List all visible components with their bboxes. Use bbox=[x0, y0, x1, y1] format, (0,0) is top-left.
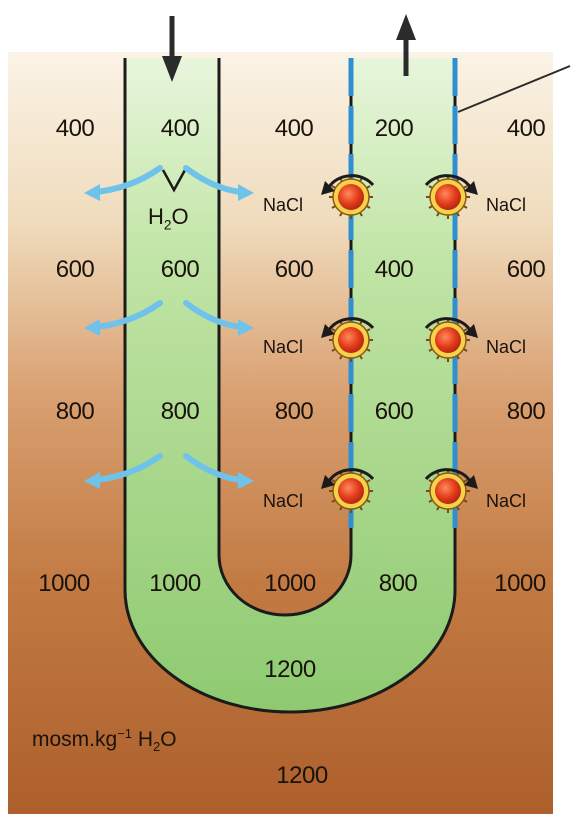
pointer-line bbox=[457, 65, 571, 113]
descending-limb-wall bbox=[123, 58, 457, 714]
value-outer-left-600: 600 bbox=[55, 256, 95, 283]
value-outer-left-400: 400 bbox=[55, 115, 95, 142]
nacl-label-left-2: NaCl bbox=[263, 337, 304, 357]
value-ascending-800: 800 bbox=[378, 570, 418, 597]
value-interstitial-1000: 1000 bbox=[264, 570, 316, 597]
water-label: H2O bbox=[148, 204, 189, 233]
nacl-label-right-2: NaCl bbox=[486, 337, 527, 357]
value-descending-600: 600 bbox=[160, 256, 200, 283]
nacl-label-left-3: NaCl bbox=[263, 491, 304, 511]
sodium-pump-icon bbox=[426, 469, 470, 513]
water-arrow-icon bbox=[84, 453, 163, 489]
water-arrow-icon bbox=[183, 165, 254, 201]
water-arrow-icon bbox=[183, 300, 254, 336]
outflow-arrow-icon bbox=[396, 14, 416, 76]
water-arrow-icon bbox=[183, 453, 254, 489]
curved-arrow-icon bbox=[321, 174, 375, 195]
value-interstitial-600: 600 bbox=[274, 256, 314, 283]
sodium-pumps bbox=[321, 174, 478, 513]
value-descending-800: 800 bbox=[160, 398, 200, 425]
value-bottom: 1200 bbox=[276, 762, 328, 789]
inflow-arrow-icon bbox=[162, 16, 182, 82]
tubule-lumen bbox=[125, 58, 455, 712]
value-outer-right-1000: 1000 bbox=[494, 570, 546, 597]
value-outer-right-600: 600 bbox=[506, 256, 546, 283]
value-interstitial-800: 800 bbox=[274, 398, 314, 425]
curved-arrow-icon bbox=[321, 317, 375, 338]
unit-label: mosm.kg−1 H2O bbox=[32, 726, 177, 755]
sodium-pump-icon bbox=[329, 469, 373, 513]
value-ascending-200: 200 bbox=[374, 115, 414, 142]
value-outer-right-800: 800 bbox=[506, 398, 546, 425]
value-outer-left-1000: 1000 bbox=[38, 570, 90, 597]
water-arrow-icon bbox=[84, 300, 163, 336]
sodium-pump-icon bbox=[426, 318, 470, 362]
curved-arrow-icon bbox=[424, 174, 478, 195]
value-ascending-600: 600 bbox=[374, 398, 414, 425]
value-ascending-400: 400 bbox=[374, 256, 414, 283]
water-arrow-icon bbox=[84, 165, 187, 201]
curved-arrow-icon bbox=[424, 317, 478, 338]
sodium-pump-icon bbox=[329, 175, 373, 219]
value-descending-400: 400 bbox=[160, 115, 200, 142]
value-loop-tip: 1200 bbox=[264, 656, 316, 683]
value-outer-left-800: 800 bbox=[55, 398, 95, 425]
nacl-label-right-1: NaCl bbox=[486, 195, 527, 215]
value-interstitial-400: 400 bbox=[274, 115, 314, 142]
nacl-label-right-3: NaCl bbox=[486, 491, 527, 511]
nacl-label-left-1: NaCl bbox=[263, 195, 304, 215]
curved-arrow-icon bbox=[321, 468, 375, 489]
inner-loop-wall bbox=[217, 58, 353, 617]
value-descending-1000: 1000 bbox=[149, 570, 201, 597]
curved-arrow-icon bbox=[424, 468, 478, 489]
water-arrows bbox=[84, 165, 254, 489]
sodium-pump-icon bbox=[426, 175, 470, 219]
value-outer-right-400: 400 bbox=[506, 115, 546, 142]
